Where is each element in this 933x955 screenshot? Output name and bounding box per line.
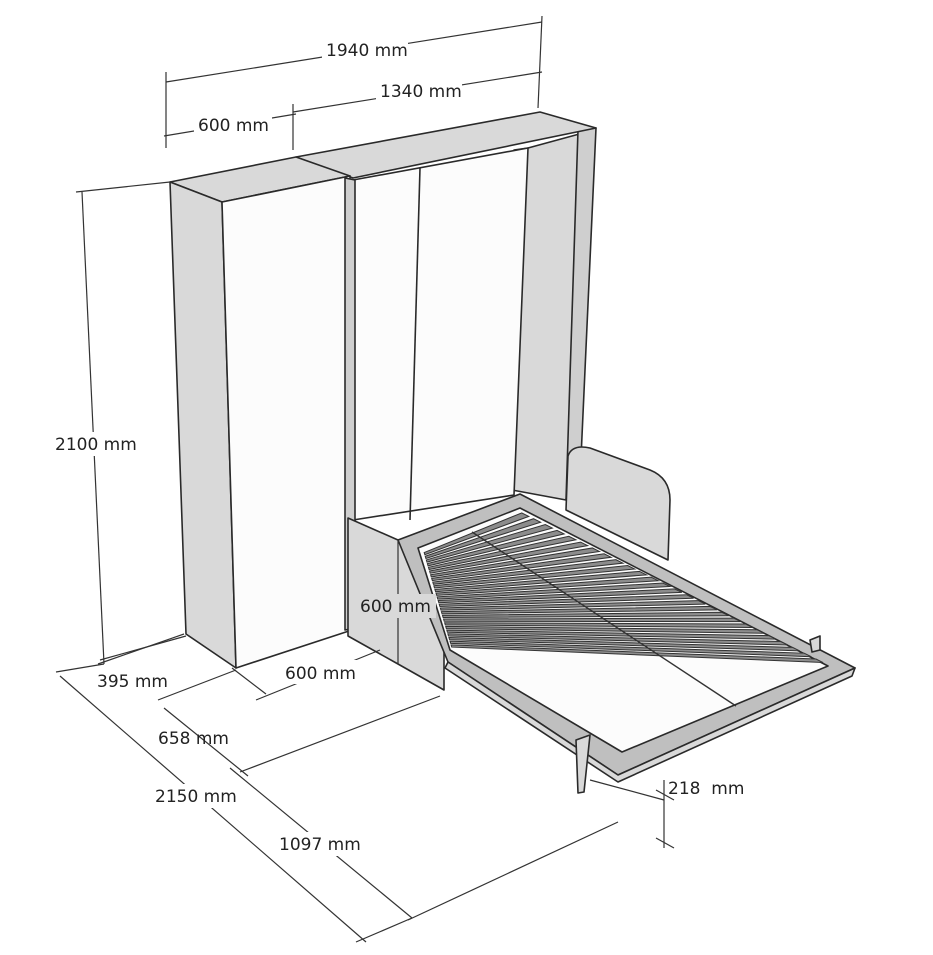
bed-slat [445,625,765,634]
label-bg [358,594,436,618]
bed-slat [440,605,718,615]
bed-unit-back-panel [352,147,529,521]
dim-open-depth: 2150 mm [155,787,237,807]
bed-slat [433,564,637,589]
dim-658: 658 mm [158,729,229,749]
wardrobe-left [169,156,356,669]
dim-wardrobe-depth: 395 mm [97,672,168,692]
bed-slat [446,629,777,640]
bed-slat [447,633,788,646]
bed-slat [439,600,706,611]
bed-slat [438,594,694,607]
bed-slat [442,617,741,623]
bed-slat [437,588,683,604]
bed-slat [450,644,824,664]
bed-slat [435,576,661,596]
bed-slat [423,512,531,556]
bed-slat [449,640,812,658]
label-bg [152,784,242,808]
label-bg [376,78,462,102]
bed-slat [429,547,602,578]
bed-slat [436,582,672,600]
wardrobe-door [221,175,353,669]
bed-leg-front [575,734,591,794]
bed-slat [431,553,613,582]
bed-slat [441,611,730,619]
bed-legs [575,635,821,794]
label-bg [194,112,272,136]
dim-leg-height: 218 mm [668,779,744,799]
bed-slat [428,541,590,574]
dim-bed-unit-width: 1340 mm [380,82,462,102]
bed-center-rail [471,531,737,707]
dim-side-panel-height: 600 mm [360,597,431,617]
bed-slats [423,512,824,707]
bed-slat [443,622,753,628]
dim-side-panel-depth: 600 mm [285,664,356,684]
label-bg [322,38,408,62]
label-bg [276,832,366,856]
bed-leg-right [809,635,821,653]
dim-bed-extension: 1097 mm [279,835,361,855]
bed-slat [434,570,649,593]
frame-edge [444,661,856,783]
dimension-labels: 1940 mm 1340 mm 600 mm 2100 mm 600 mm 39… [52,38,744,856]
bed-slat [432,559,625,585]
label-bg [282,660,360,684]
label-bg [52,432,140,456]
dim-total-width: 1940 mm [326,41,408,61]
right-bed-side-panel [565,446,671,561]
dim-height: 2100 mm [55,435,137,455]
bed-slat [427,535,578,571]
dim-side-unit-width: 600 mm [198,116,269,136]
bed-slat [448,636,800,652]
